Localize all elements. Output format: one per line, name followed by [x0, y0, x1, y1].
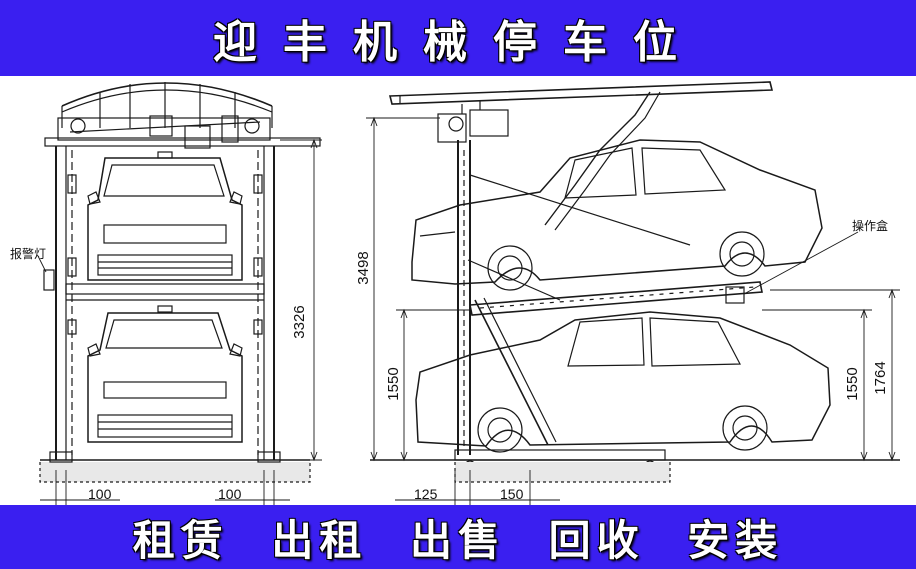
side-bottom-b-label: 150 [500, 486, 524, 502]
side-base [454, 449, 666, 461]
footer-banner: 租赁 出租 出售 回收 安装 [0, 505, 916, 569]
front-upper-platform [65, 283, 265, 295]
header-banner: 迎丰机械停车位 [0, 0, 916, 76]
front-height-dimension [280, 138, 322, 462]
side-lower-height-label-right: 1550 [844, 367, 861, 400]
control-box-label: 操作盒 [852, 218, 888, 233]
front-upper-car [87, 151, 243, 281]
front-height-label: 3326 [291, 305, 308, 338]
header-title: 迎丰机械停车位 [213, 17, 703, 68]
side-motor [437, 113, 467, 143]
front-pulley-left [70, 118, 86, 134]
front-drive-frame [57, 117, 271, 141]
side-upper-car [411, 139, 823, 291]
side-view [366, 81, 900, 505]
front-lower-car [87, 305, 243, 443]
front-bottom-left-label: 100 [88, 486, 112, 502]
side-lower-height-dimension-left [396, 308, 470, 462]
side-total-height-label: 3498 [355, 251, 372, 284]
footer-services: 租赁 出租 出售 回收 安装 [132, 515, 784, 565]
control-box-icon [725, 286, 745, 304]
warning-light-icon [43, 269, 55, 291]
front-pulley-right [244, 118, 260, 134]
side-lower-car [415, 311, 831, 453]
front-roof [61, 82, 273, 107]
side-lower-height-dimension-right [762, 308, 872, 462]
side-lower-height-label-left: 1550 [385, 367, 402, 400]
side-upper-height-label: 1764 [872, 361, 889, 394]
side-upper-height-dimension [770, 288, 900, 462]
side-total-height-dimension [366, 116, 440, 462]
side-upper-platform [469, 281, 763, 316]
parking-lift-drawing: 报警灯 3326 100 100 3498 1550 1550 1764 操作盒… [10, 81, 900, 505]
front-bottom-right-label: 100 [218, 486, 242, 502]
side-top-beam [388, 81, 774, 105]
front-view [37, 82, 322, 505]
side-bottom-a-label: 125 [414, 486, 438, 502]
warning-light-label: 报警灯 [10, 246, 46, 261]
